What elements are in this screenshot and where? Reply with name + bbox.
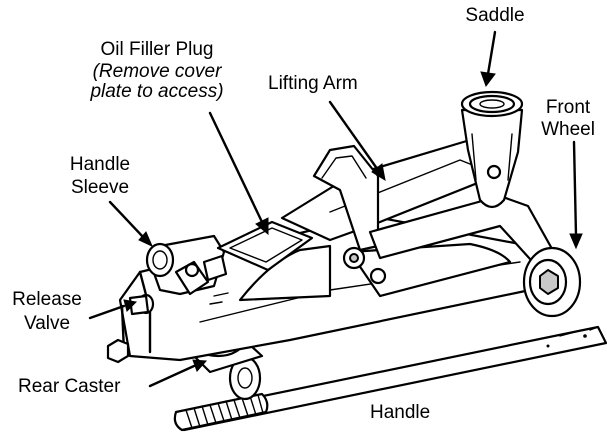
handle-grip	[173, 392, 269, 432]
arrow-lifting-arm	[371, 163, 386, 182]
leader-release-valve	[88, 304, 126, 320]
leader-front-wheel	[572, 140, 578, 238]
label-lifting-arm: Lifting Arm	[268, 73, 358, 94]
leader-rear-caster	[148, 364, 196, 388]
label-oil-note-line1: (Remove cover	[92, 61, 222, 82]
leader-oil-filler-plug	[208, 111, 264, 224]
arrow-saddle	[480, 71, 496, 88]
leader-lines	[88, 30, 583, 388]
arrow-handle-sleeve	[138, 231, 153, 247]
frame-nut	[106, 338, 130, 364]
label-handle-sleeve-line2: Sleeve	[70, 177, 130, 198]
label-release-valve-line2: Valve	[23, 313, 71, 334]
saddle	[460, 90, 524, 209]
label-release-valve-line1: Release	[12, 289, 82, 310]
arrow-front-wheel	[569, 233, 583, 250]
arrow-oil-filler-plug	[255, 217, 269, 236]
cover-plate	[216, 220, 314, 272]
front-wheel	[522, 246, 582, 318]
label-saddle: Saddle	[465, 5, 525, 26]
leader-handle-sleeve	[108, 200, 146, 240]
label-handle: Handle	[370, 402, 431, 423]
label-front-wheel-line2: Wheel	[541, 119, 595, 140]
release-valve	[128, 293, 155, 316]
leader-lifting-arm	[328, 100, 380, 172]
handle-sleeve-assembly	[145, 234, 228, 296]
label-rear-caster: Rear Caster	[18, 376, 121, 397]
label-oil-filler-plug: Oil Filler Plug	[100, 39, 214, 60]
arrow-release-valve	[123, 299, 138, 312]
arrow-rear-caster	[192, 359, 208, 372]
label-oil-note-line2: plate to access)	[90, 81, 224, 102]
leader-saddle	[486, 30, 497, 76]
label-handle-sleeve-line1: Handle	[69, 154, 131, 175]
label-front-wheel-line1: Front	[545, 97, 591, 118]
